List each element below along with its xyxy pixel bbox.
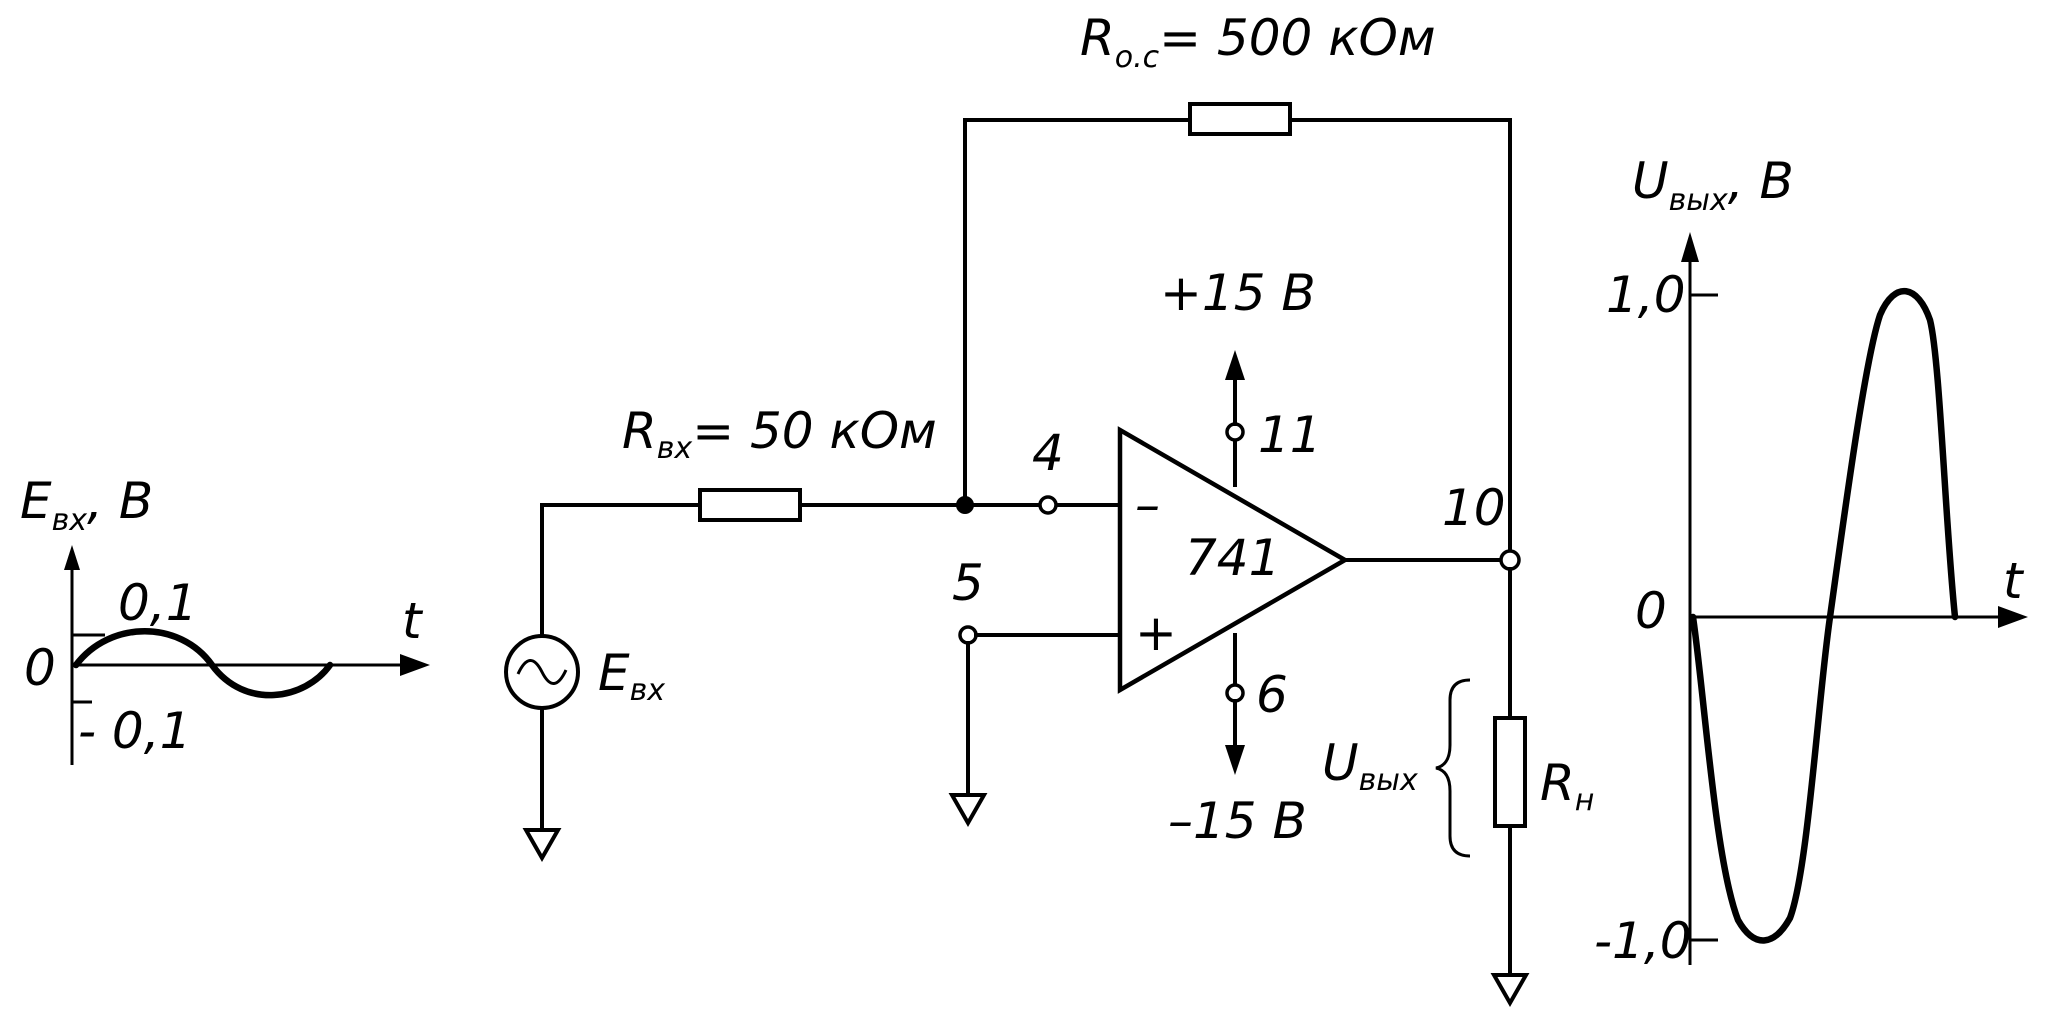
opamp-plus-sign: + [1135, 604, 1177, 662]
feedback-resistor [1188, 102, 1292, 136]
input-graph-max-label: 0,1 [118, 574, 198, 632]
pin4-label: 4 [1032, 424, 1064, 482]
output-graph-xlabel: t [2003, 552, 2025, 610]
output-graph-y-arrow [1681, 232, 1699, 262]
vminus-label: –15 В [1168, 792, 1307, 850]
input-graph-ylabel: Eвх, В [20, 472, 153, 538]
circuit: Eвх Rвх= 50 кОм 4 Ro.c= 500 кОм 5 – + [504, 9, 1594, 1008]
output-graph-ylabel: Uвых, В [1632, 152, 1794, 218]
input-graph-origin-label: 0 [24, 639, 56, 697]
input-graph-min-label: - 0,1 [78, 702, 191, 760]
output-graph-origin-label: 0 [1635, 582, 1667, 640]
pin6-label: 6 [1256, 666, 1288, 724]
pin10-label: 10 [1442, 479, 1506, 537]
vplus-label: +15 В [1160, 264, 1316, 322]
pin11-label: 11 [1258, 406, 1322, 464]
input-graph-curve [72, 628, 334, 699]
pin5-label: 5 [952, 554, 984, 612]
load-resistor-label: Rн [1540, 754, 1594, 818]
pin6-terminal [1225, 683, 1245, 703]
output-voltage-brace [1435, 678, 1471, 858]
input-graph: Eвх, В 0,1 0 - 0,1 t [20, 472, 430, 765]
input-graph-y-arrow [64, 545, 80, 570]
opamp-triangle [1117, 426, 1350, 694]
output-graph-min-label: -1,0 [1594, 912, 1692, 970]
load-resistor [1493, 716, 1527, 828]
vminus-arrow-icon [1225, 745, 1245, 775]
pin4-terminal [1038, 495, 1058, 515]
input-resistor-label: Rвх= 50 кОм [622, 402, 937, 466]
ground-source-icon [522, 828, 562, 863]
opamp-model-label: 741 [1185, 529, 1280, 587]
input-graph-x-arrow [400, 654, 430, 676]
vplus-arrow-icon [1225, 350, 1245, 380]
input-graph-xlabel: t [402, 592, 424, 650]
output-graph-max-label: 1,0 [1606, 266, 1686, 324]
sine-wave-icon [516, 659, 568, 685]
opamp-minus-sign: – [1135, 476, 1160, 534]
output-graph: Uвых, В 1,0 0 -1,0 t [1594, 152, 2028, 970]
output-graph-x-arrow [1998, 606, 2028, 628]
feedback-resistor-label: Ro.c= 500 кОм [1080, 9, 1436, 75]
ground-load-icon [1490, 973, 1530, 1008]
output-voltage-label: Uвых [1322, 734, 1418, 798]
pin11-terminal [1225, 422, 1245, 442]
ground-pin5-icon [948, 793, 988, 828]
output-graph-curve [1689, 288, 1959, 944]
source-label: Eвх [598, 644, 665, 708]
pin10-terminal [1499, 549, 1521, 571]
input-resistor [698, 488, 802, 522]
pin5-terminal [958, 625, 978, 645]
